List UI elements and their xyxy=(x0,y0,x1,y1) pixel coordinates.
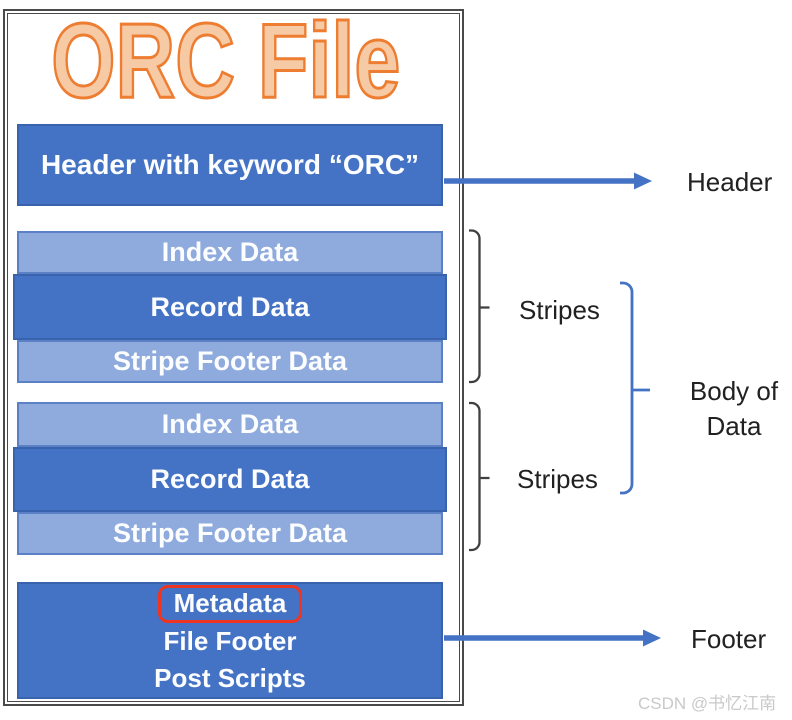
header-box: Header with keyword “ORC” xyxy=(17,124,443,206)
stripe2-record-data-box: Record Data xyxy=(13,447,447,512)
footer-arrow-icon xyxy=(444,629,661,647)
metadata-label-highlighted: Metadata xyxy=(157,584,303,623)
body-of-data-line2: Data xyxy=(706,411,762,441)
stripe1-index-data-label: Index Data xyxy=(161,237,299,267)
body-of-data-annotation-label: Body of Data xyxy=(672,374,792,444)
footer-box: Metadata File Footer Post Scripts xyxy=(17,582,443,699)
header-annotation-label: Header xyxy=(687,167,773,197)
file-footer-label: File Footer xyxy=(163,625,297,656)
stripe2-stripe-footer-label: Stripe Footer Data xyxy=(112,518,348,548)
orc-file-container-inner-border xyxy=(7,13,460,702)
metadata-row: Metadata xyxy=(157,584,303,623)
stripe2-record-data-label: Record Data xyxy=(150,464,310,494)
diagram-title: ORC File xyxy=(50,2,401,120)
footer-annotation-label: Footer xyxy=(691,624,767,654)
body-of-data-bracket-icon xyxy=(620,281,650,495)
post-scripts-label: Post Scripts xyxy=(154,662,306,693)
stripe2-index-data-label: Index Data xyxy=(161,409,299,439)
header-box-label: Header with keyword “ORC” xyxy=(40,149,420,180)
stripe1-stripe-footer-label: Stripe Footer Data xyxy=(112,346,348,376)
stripe1-record-data-label: Record Data xyxy=(150,291,310,322)
stripe2-index-data-box: Index Data xyxy=(17,402,443,447)
header-arrow-icon xyxy=(444,172,652,190)
stripe1-index-data-box: Index Data xyxy=(17,231,443,274)
stripes-annotation-label-bottom: Stripes xyxy=(517,464,598,494)
csdn-watermark: CSDN @书忆江南 xyxy=(638,694,777,713)
stripe1-record-data-box: Record Data xyxy=(13,274,447,340)
stripe2-stripe-footer-box: Stripe Footer Data xyxy=(17,512,443,555)
stripe1-stripe-footer-box: Stripe Footer Data xyxy=(17,340,443,383)
stripes-bracket-bottom-icon xyxy=(469,401,490,552)
stripes-annotation-label-top: Stripes xyxy=(519,295,600,325)
stripes-bracket-top-icon xyxy=(469,229,490,384)
body-of-data-line1: Body of xyxy=(689,376,779,406)
